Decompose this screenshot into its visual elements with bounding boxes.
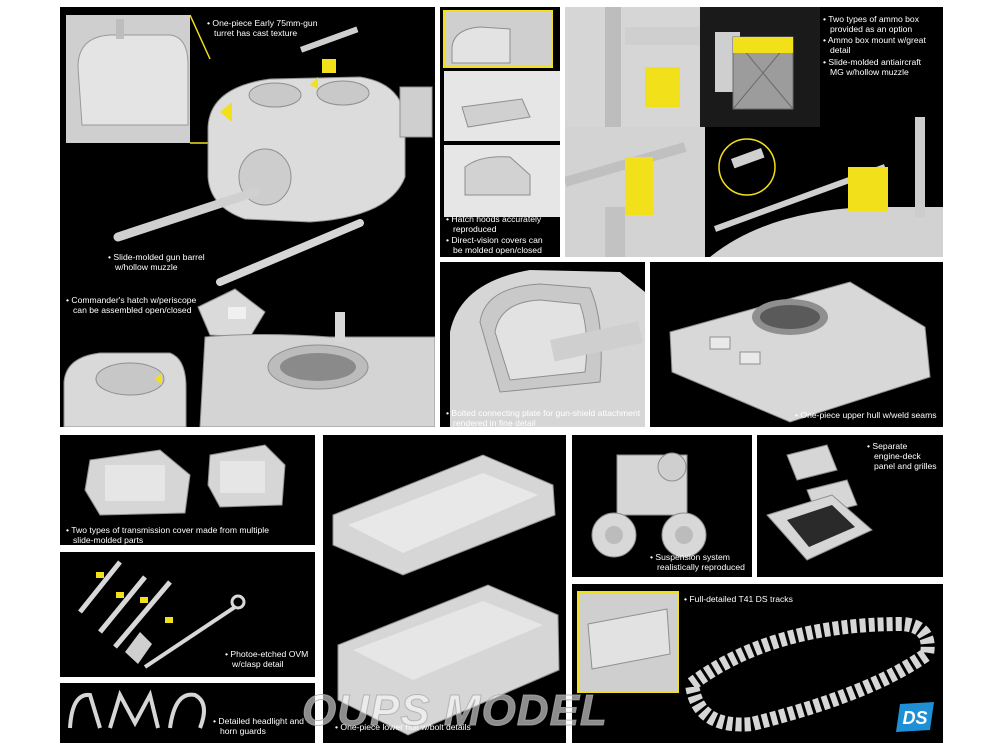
caption-upper-hull: One-piece upper hull w/weld seams xyxy=(795,410,936,420)
panel-ammo-box: Two types of ammo box provided as an opt… xyxy=(565,7,943,257)
caption-suspension: Suspension system realistically reproduc… xyxy=(650,552,744,572)
brand-logo: DS xyxy=(896,702,934,732)
caption-gun-barrel: Slide-molded gun barrel w/hollow muzzle xyxy=(108,252,204,272)
connecting-plate-illustration xyxy=(450,270,645,427)
watermark-text: OUPS MODEL xyxy=(302,686,608,736)
caption-headlight: Detailed headlight and horn guards xyxy=(213,716,304,736)
panel-transmission: Two types of transmission cover made fro… xyxy=(60,435,315,545)
caption-lower-hull: One-piece lower hull w/bolt details xyxy=(335,722,470,732)
transmission-illustration xyxy=(84,444,286,516)
ammo-box-illustration xyxy=(565,7,943,257)
suspension-illustration xyxy=(591,452,707,558)
headlight-guards-illustration xyxy=(68,689,206,729)
caption-ammo-box-mount: Ammo box mount w/great detail xyxy=(823,35,926,55)
turret-illustration xyxy=(63,14,435,427)
caption-hatch-hoods: Hatch hoods accurately reproduced xyxy=(446,214,541,234)
panel-suspension: Suspension system realistically reproduc… xyxy=(572,435,752,577)
caption-tracks: Full-detailed T41 DS tracks xyxy=(684,594,793,604)
panel-connecting-plate: Bolted connecting plate for gun-shield a… xyxy=(440,262,645,427)
caption-ammo-box-types: Two types of ammo box provided as an opt… xyxy=(823,14,919,34)
caption-aa-mg: Slide-molded antiaircraft MG w/hollow mu… xyxy=(823,57,921,77)
panel-hatch-hoods: Hatch hoods accurately reproduced Direct… xyxy=(440,7,560,257)
caption-transmission: Two types of transmission cover made fro… xyxy=(66,525,269,545)
panel-headlight-guards: Detailed headlight and horn guards xyxy=(60,683,315,743)
hatch-hoods-illustration xyxy=(443,10,560,217)
caption-engine-deck: Separate engine-deck panel and grilles xyxy=(867,441,936,471)
panel-ovm: Photoe-etched OVM w/clasp detail xyxy=(60,552,315,677)
engine-deck-illustration xyxy=(766,444,873,561)
ovm-illustration xyxy=(78,560,246,669)
panel-lower-hull: One-piece lower hull w/bolt details xyxy=(323,435,566,743)
caption-connecting-plate: Bolted connecting plate for gun-shield a… xyxy=(446,408,640,427)
panel-tracks: Full-detailed T41 DS tracks xyxy=(572,584,943,743)
tracks-illustration xyxy=(577,591,935,732)
brand-logo-text: DS xyxy=(902,708,927,728)
panel-upper-hull: One-piece upper hull w/weld seams xyxy=(650,262,943,427)
caption-commander-hatch: Commander's hatch w/periscope can be ass… xyxy=(66,295,196,315)
caption-vision-covers: Direct-vision covers can be molded open/… xyxy=(446,235,542,255)
panel-engine-deck: Separate engine-deck panel and grilles xyxy=(757,435,943,577)
caption-turret-texture: One-piece Early 75mm-gun turret has cast… xyxy=(207,18,317,38)
upper-hull-illustration xyxy=(669,281,931,423)
lower-hull-illustration xyxy=(332,454,560,736)
caption-ovm: Photoe-etched OVM w/clasp detail xyxy=(225,649,308,669)
panel-turret: One-piece Early 75mm-gun turret has cast… xyxy=(60,7,435,427)
